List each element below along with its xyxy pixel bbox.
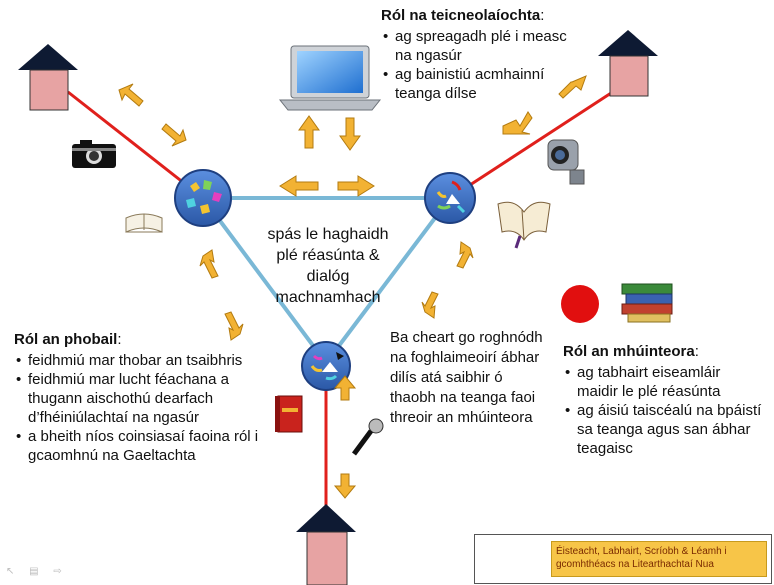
camera-icon <box>72 140 116 168</box>
center-line: machnamhach <box>275 289 381 306</box>
student-line: thaobh na teanga faoi <box>390 389 536 406</box>
list-item: a bheith níos coinsiasaí faoina ról i gc… <box>16 427 286 465</box>
list-item: ag bainistiú acmhainní teanga dílse <box>383 65 581 103</box>
list-item: feidhmiú mar lucht féachana a thugann ai… <box>16 370 286 427</box>
teacher-list: ag tabhairt eiseamláir maidir le plé réa… <box>563 363 763 458</box>
teacher-role: Ról an mhúinteora: ag tabhairt eiseamlái… <box>563 342 763 458</box>
technology-list: ag spreagadh plé i measc na ngasúr ag ba… <box>381 27 581 103</box>
public-colon: : <box>117 331 122 348</box>
house-icon <box>18 44 78 111</box>
technology-role: Ról na teicneolaíochta: ag spreagadh plé… <box>381 6 581 103</box>
public-list: feidhmiú mar thobar an tsaibhris feidhmi… <box>14 351 286 465</box>
open-book-icon <box>125 213 163 233</box>
node-top-left <box>174 169 232 227</box>
public-title: Ról an phobail <box>14 331 118 348</box>
teacher-colon: : <box>694 343 699 360</box>
open-book-icon <box>497 201 551 249</box>
student-line: dilís atá saibhir ó <box>390 369 503 386</box>
microphone-icon <box>351 418 384 456</box>
house-icon <box>296 504 356 585</box>
technology-title: Ról na teicneolaíochta <box>381 7 541 24</box>
spoke-top-right <box>449 80 629 200</box>
books-stack-icon <box>621 283 673 323</box>
video-camera-icon <box>547 139 585 185</box>
node-bottom <box>301 341 351 391</box>
list-item: feidhmiú mar thobar an tsaibhris <box>16 351 286 370</box>
student-line: Ba cheart go roghnódh <box>390 329 543 346</box>
center-text: spás le haghaidh plé réasúnta & dialóg m… <box>244 224 412 308</box>
student-text: Ba cheart go roghnódh na foghlaimeoirí á… <box>390 328 568 428</box>
center-line: plé réasúnta & <box>276 247 380 264</box>
list-item: ag tabhairt eiseamláir maidir le plé réa… <box>565 363 763 401</box>
house-icon <box>598 30 658 97</box>
student-line: threoir an mhúinteora <box>390 409 533 426</box>
technology-colon: : <box>540 7 545 24</box>
triangle <box>201 196 452 365</box>
laptop-icon <box>278 45 382 111</box>
legend: Éisteacht, Labhairt, Scríobh & Léamh i g… <box>474 534 772 584</box>
legend-text: Éisteacht, Labhairt, Scríobh & Léamh i g… <box>551 541 767 577</box>
red-circle-icon <box>561 285 599 323</box>
teacher-title: Ról an mhúinteora <box>563 343 695 360</box>
list-item: ag áisiú taiscéalú na bpáistí sa teanga … <box>565 401 763 458</box>
node-top-right <box>424 172 476 224</box>
slide-nav-icons[interactable]: ↖ ▤ ⇨ <box>6 566 68 577</box>
public-role: Ról an phobail: feidhmiú mar thobar an t… <box>14 330 286 465</box>
center-line: dialóg <box>306 268 350 285</box>
center-line: spás le haghaidh <box>267 226 389 243</box>
student-line: na foghlaimeoirí ábhar <box>390 349 540 366</box>
list-item: ag spreagadh plé i measc na ngasúr <box>383 27 581 65</box>
